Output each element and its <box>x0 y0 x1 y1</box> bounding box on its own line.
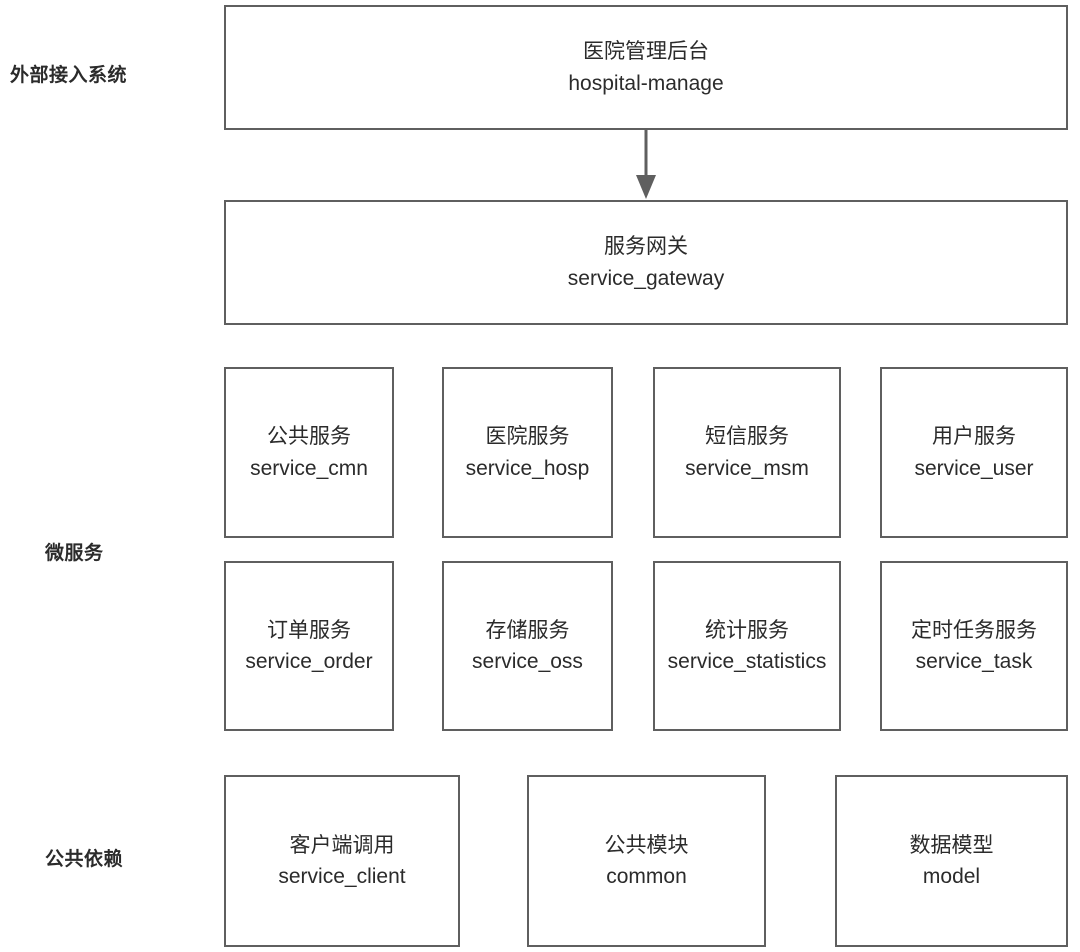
tier-label-common: 公共依赖 <box>45 849 124 870</box>
node-service-cmn[interactable]: 公共服务 service_cmn <box>224 367 394 538</box>
node-title-cn: 服务网关 <box>604 235 688 258</box>
node-title-en: hospital-manage <box>568 71 724 95</box>
node-title-en: service_client <box>278 865 406 888</box>
node-title-en: common <box>606 865 687 888</box>
node-service-statistics[interactable]: 统计服务 service_statistics <box>653 561 841 731</box>
node-title-cn: 统计服务 <box>705 618 789 642</box>
node-title-cn: 公共服务 <box>267 425 351 448</box>
node-title-cn: 医院管理后台 <box>583 40 709 63</box>
node-model[interactable]: 数据模型 model <box>835 775 1068 947</box>
node-service-msm[interactable]: 短信服务 service_msm <box>653 367 841 538</box>
node-title-cn: 医院服务 <box>485 425 570 448</box>
node-service-order[interactable]: 订单服务 service_order <box>224 561 394 731</box>
node-title-cn: 存储服务 <box>485 618 570 642</box>
node-service-user[interactable]: 用户服务 service_user <box>880 367 1068 538</box>
node-service-gateway[interactable]: 服务网关 service_gateway <box>224 200 1068 325</box>
node-title-en: service_task <box>915 650 1033 673</box>
node-hospital-manage[interactable]: 医院管理后台 hospital-manage <box>224 5 1068 130</box>
node-title-en: service_statistics <box>667 650 827 673</box>
node-title-en: service_msm <box>685 456 809 480</box>
node-service-task[interactable]: 定时任务服务 service_task <box>880 561 1068 731</box>
node-title-cn: 用户服务 <box>932 425 1016 448</box>
node-common[interactable]: 公共模块 common <box>527 775 766 947</box>
node-service-client[interactable]: 客户端调用 service_client <box>224 775 460 947</box>
node-title-cn: 公共模块 <box>604 833 689 857</box>
node-title-en: service_gateway <box>567 266 725 290</box>
node-service-hosp[interactable]: 医院服务 service_hosp <box>442 367 613 538</box>
node-title-cn: 订单服务 <box>267 618 351 642</box>
node-title-en: service_order <box>245 650 373 673</box>
tier-label-microservice: 微服务 <box>45 543 104 564</box>
node-title-cn: 数据模型 <box>909 833 994 857</box>
node-title-en: service_cmn <box>250 456 368 480</box>
node-title-cn: 客户端调用 <box>289 833 395 857</box>
tier-label-external: 外部接入系统 <box>10 65 128 86</box>
arrow-hospital-manage-to-gateway <box>636 130 656 199</box>
node-service-oss[interactable]: 存储服务 service_oss <box>442 561 613 731</box>
node-title-en: service_hosp <box>465 456 590 480</box>
node-title-cn: 短信服务 <box>705 425 789 448</box>
node-title-en: model <box>922 865 981 888</box>
node-title-cn: 定时任务服务 <box>911 618 1037 642</box>
node-title-en: service_user <box>914 456 1034 480</box>
node-title-en: service_oss <box>472 650 583 673</box>
